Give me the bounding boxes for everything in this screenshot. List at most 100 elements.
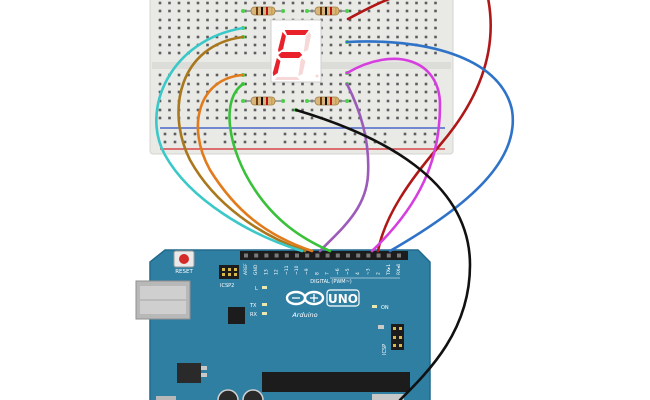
breadboard-hole [329,1,333,5]
header-pin[interactable] [305,253,310,258]
breadboard-hole [158,73,162,77]
arduino-infinity-logo [285,290,325,306]
breadboard-hole [234,108,238,112]
rail-hole [263,132,267,136]
breadboard-hole [225,43,228,47]
rail-hole [203,132,207,136]
breadboard-hole [434,108,437,112]
breadboard-hole [234,9,238,13]
rail-hole [243,132,247,136]
breadboard-hole [234,116,238,120]
breadboard-hole [187,18,190,22]
breadboard-hole [415,99,418,103]
resistor-top-left [243,6,283,16]
reset-button[interactable] [173,250,195,268]
breadboard-hole [196,35,200,39]
breadboard-hole [215,73,219,77]
breadboard-hole [272,82,276,86]
breadboard-hole [263,108,266,112]
pin-label: TX▸1 [386,264,392,276]
breadboard-hole [396,90,399,94]
rail-hole [243,140,247,144]
breadboard-hole [234,1,238,5]
breadboard-hole [282,82,285,86]
atmega-chip [262,372,410,392]
header-pin[interactable] [386,253,391,258]
rail-hole [383,132,387,136]
breadboard-hole [415,51,418,55]
breadboard-hole [196,82,200,86]
breadboard-hole [301,90,304,94]
breadboard-hole [291,9,295,13]
breadboard-hole [196,9,200,13]
breadboard-hole [386,82,390,86]
breadboard-hole [415,18,418,22]
header-pin[interactable] [295,253,299,258]
breadboard-hole [405,1,409,5]
breadboard-hole [415,1,418,5]
breadboard-hole [310,116,314,120]
pin-label: ~3 [365,268,371,275]
header-pin[interactable] [315,253,320,258]
breadboard-hole [272,1,276,5]
breadboard-hole [301,1,304,5]
breadboard-hole [187,82,190,86]
header-pin[interactable] [264,253,269,258]
breadboard-hole [434,90,437,94]
digital-header [240,251,408,260]
rail-hole [433,140,437,144]
rail-hole [183,132,187,136]
breadboard-hole [424,18,428,22]
breadboard-hole [177,43,181,47]
header-pin[interactable] [244,253,248,258]
breadboard-hole [424,108,428,112]
rx-led-label: RX [250,312,257,318]
header-pin[interactable] [325,253,330,258]
breadboard-hole [424,73,428,77]
breadboard-hole [263,51,266,55]
breadboard-hole [377,9,380,13]
breadboard-hole [177,18,181,22]
breadboard-hole [168,99,171,103]
rail-hole [403,132,407,136]
breadboard-hole [358,35,361,39]
breadboard-hole [206,116,209,120]
header-pin[interactable] [397,253,401,258]
breadboard-hole [177,26,181,30]
header-pin[interactable] [356,253,361,258]
breadboard-hole [206,35,209,39]
breadboard-hole [377,51,380,55]
breadboard-hole [206,9,209,13]
breadboard-hole [225,108,228,112]
pin-label: ~10 [294,265,300,275]
wire-green [228,82,332,253]
breadboard-hole [196,108,200,112]
pin-label: ~11 [284,265,290,275]
header-pin[interactable] [284,253,289,258]
breadboard-hole [158,108,162,112]
breadboard-hole [348,35,352,39]
breadboard-hole [377,82,380,86]
header-pin[interactable] [274,253,279,258]
breadboard-hole [339,82,342,86]
breadboard-hole [177,82,181,86]
breadboard-hole [206,26,209,30]
rail-hole [423,132,427,136]
header-pin[interactable] [346,253,350,258]
wire-magenta [345,57,442,253]
header-pin[interactable] [376,253,381,258]
breadboard-hole [158,51,162,55]
header-pin[interactable] [335,253,340,258]
breadboard-hole [434,51,437,55]
breadboard-hole [434,1,437,5]
breadboard-hole [244,82,247,86]
breadboard-hole [367,82,371,86]
breadboard-hole [367,18,371,22]
breadboard-hole [215,108,219,112]
rail-hole [353,132,357,136]
header-pin[interactable] [366,253,371,258]
breadboard-hole [367,90,371,94]
breadboard-hole [377,108,380,112]
header-pin[interactable] [254,253,259,258]
breadboard-hole [301,99,304,103]
